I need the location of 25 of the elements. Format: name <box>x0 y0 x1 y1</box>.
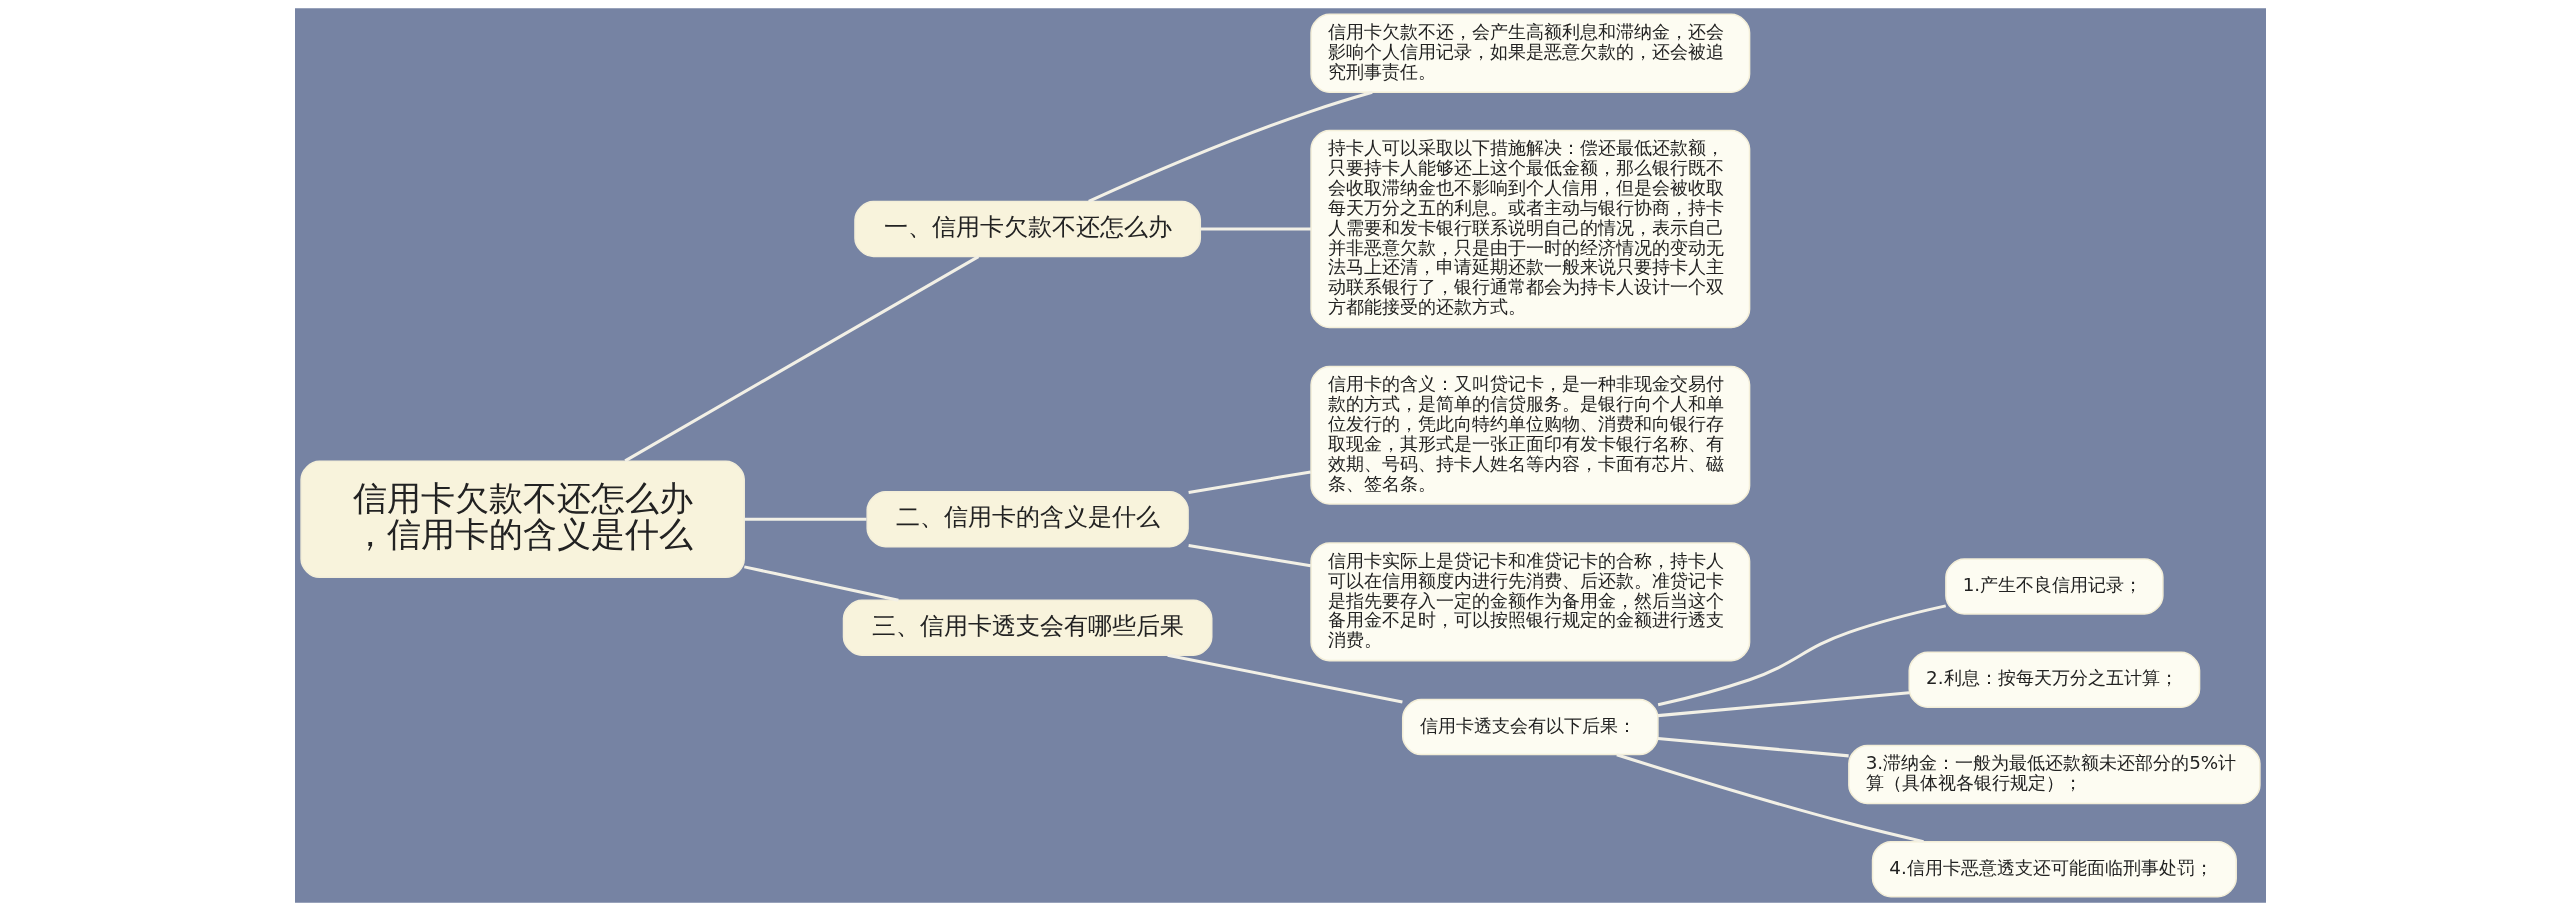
node-box: 二、信用卡的含义是什么 <box>865 491 1189 548</box>
connector <box>1657 604 1946 707</box>
node-box: 2.利息：按每天万分之五计算； <box>1907 651 2200 708</box>
node-box: 信用卡欠款不还，会产生高额利息和滞纳金，还会影响个人信用记录，如果是恶意欠款的，还会被追究刑事责任。 <box>1309 13 1750 93</box>
connector <box>1615 753 1924 844</box>
connector <box>1187 544 1311 568</box>
connector <box>1087 90 1373 203</box>
connector <box>1166 653 1403 704</box>
node-box: 4.信用卡恶意透支还可能面临刑事处罚； <box>1871 840 2237 898</box>
node-box: 3.滞纳金：一般为最低还款额未还部分的5%计算（具体视各银行规定）； <box>1847 744 2261 805</box>
connector <box>1187 470 1311 494</box>
connector <box>1657 737 1849 758</box>
node-box: 一、信用卡欠款不还怎么办 <box>853 200 1201 258</box>
node-box: 信用卡的含义：又叫贷记卡，是一种非现金交易付款的方式，是简单的信贷服务。是银行向个人和单位发行的，凭此向特约单位购物、消费和向银行存取现金，其形式是一张正面印有发卡银行名称、有效期、号码、持卡人姓名等内容，卡面有芯片、磁条、签名条。 <box>1309 365 1750 505</box>
node-box: 信用卡透支会有以下后果： <box>1401 698 1659 756</box>
node-box: 三、信用卡透支会有哪些后果 <box>842 599 1212 657</box>
connector <box>1657 691 1909 718</box>
connector <box>1199 227 1311 231</box>
connector <box>743 517 866 521</box>
node-box: 信用卡欠款不还怎么办，信用卡的含义是什么 <box>299 460 745 579</box>
connector <box>743 565 899 602</box>
connector <box>623 255 979 463</box>
node-box: 信用卡实际上是贷记卡和准贷记卡的合称，持卡人可以在信用额度内进行先消费、后还款。准贷记卡是指先要存入一定的金额作为备用金，然后当这个备用金不足时，可以按照银行规定的金额进行透支消费。 <box>1309 542 1750 662</box>
node-box: 持卡人可以采取以下措施解决：偿还最低还款额，只要持卡人能够还上这个最低金额，那么银行既不会收取滞纳金也不影响到个人信用，但是会被收取每天万分之五的利息。或者主动与银行协商，持卡人需要和发卡银行联系说明自己的情况，表示自己并非恶意欠款，只是由于一时的经济情况的变动无法马上还清，申请延期还款一般来说只要持卡人主动联系银行了，银行通常都会为持卡人设计一个双方都能接受的还款方式。 <box>1309 129 1750 329</box>
node-box: 1.产生不良信用记录； <box>1944 558 2164 615</box>
